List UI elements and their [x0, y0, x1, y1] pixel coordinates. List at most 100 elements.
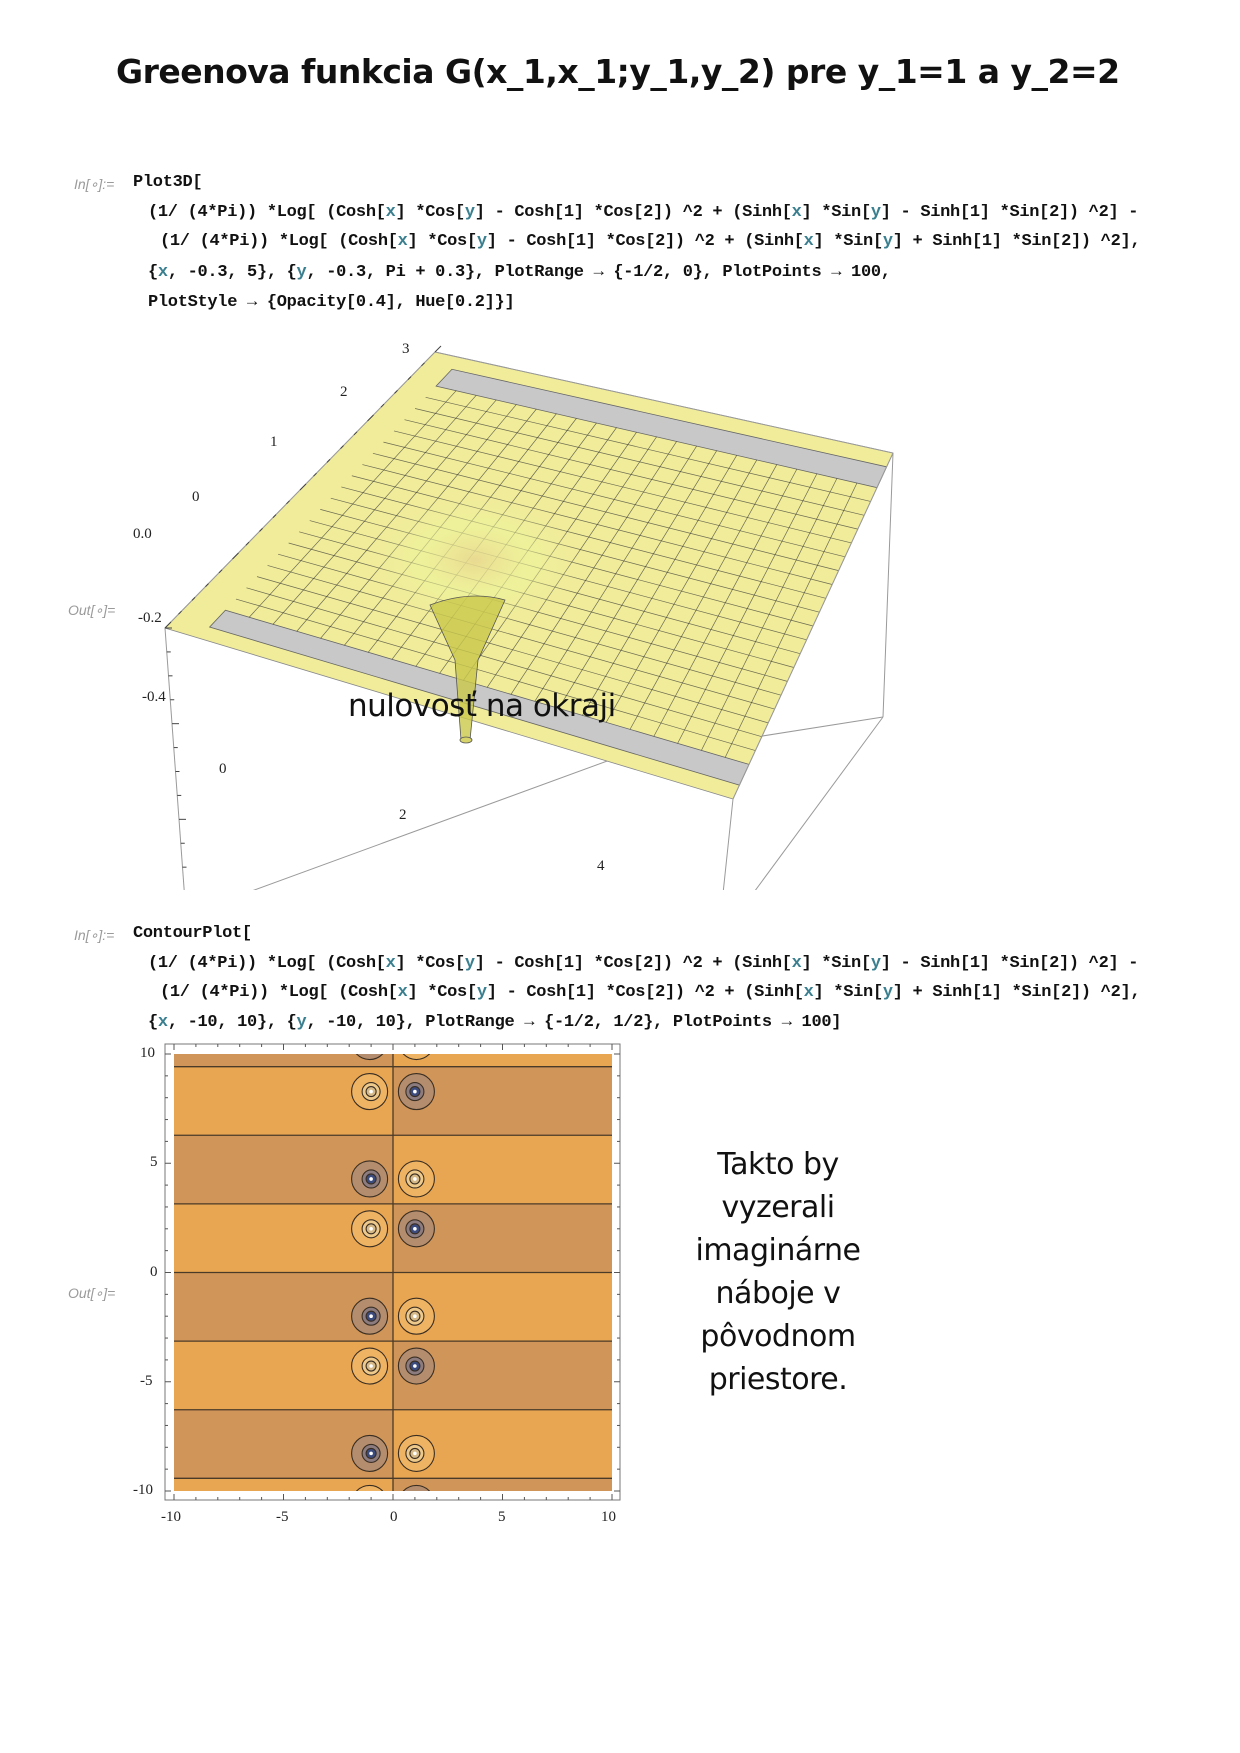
mesh-line	[534, 445, 697, 702]
code-line[interactable]: (1/ (4*Pi)) *Log[ (Cosh[x] *Cos[y] - Cos…	[160, 983, 1141, 1002]
tick-mark	[367, 414, 374, 422]
x-tick-label: 5	[498, 1509, 506, 1525]
source-point	[369, 1502, 373, 1506]
tick-mark	[259, 528, 263, 532]
tick-mark	[191, 597, 196, 601]
tick-mark	[245, 541, 250, 546]
contour-band	[174, 1478, 393, 1491]
mesh-line	[248, 390, 457, 618]
code-line[interactable]: (1/ (4*Pi)) *Log[ (Cosh[x] *Cos[y] - Cos…	[148, 203, 1139, 222]
source-point	[369, 1314, 373, 1318]
y-tick-label: 0	[150, 1264, 158, 1280]
tick-mark	[164, 621, 172, 629]
funnel-shading	[365, 490, 585, 630]
x-tick-label: -5	[276, 1509, 289, 1525]
x-tick-label: 2	[399, 807, 407, 823]
tick-mark	[340, 445, 344, 449]
source-point	[413, 1227, 417, 1231]
tick-mark	[313, 472, 317, 477]
y-tick-label: 3	[402, 341, 410, 357]
code-variable: x	[791, 954, 802, 973]
side-note-line: Takto by	[717, 1147, 839, 1182]
code-line[interactable]: {x, -10, 10}, {y, -10, 10}, PlotRange → …	[148, 1013, 842, 1032]
annotation-text: nulovosť na okraji	[348, 688, 616, 724]
source-point	[369, 1451, 373, 1456]
code-variable: x	[385, 203, 396, 222]
mesh-line	[510, 441, 677, 695]
source-point	[369, 1089, 373, 1094]
source-point	[413, 1364, 417, 1368]
tick-mark	[421, 362, 425, 367]
code-line[interactable]: {x, -0.3, 5}, {y, -0.3, Pi + 0.3}, PlotR…	[148, 263, 891, 282]
contour-bands	[174, 1054, 612, 1491]
source-point	[413, 1177, 417, 1181]
tick-mark	[286, 500, 290, 505]
contour-sources	[351, 1040, 435, 1506]
source-point	[369, 1364, 373, 1368]
code-variable: x	[157, 1013, 168, 1032]
y-tick-label: -5	[140, 1373, 153, 1389]
input-label: In[∘]:=	[74, 176, 115, 192]
code-line[interactable]: (1/ (4*Pi)) *Log[ (Cosh[x] *Cos[y] - Cos…	[148, 954, 1139, 973]
mesh-line	[582, 455, 738, 716]
mesh-line	[558, 450, 717, 709]
output-label: Out[∘]=	[68, 602, 116, 618]
code-variable: y	[296, 263, 307, 282]
side-note-line: imaginárne	[695, 1233, 862, 1268]
input-label: In[∘]:=	[74, 927, 115, 943]
contour-plot[interactable]	[140, 1040, 640, 1520]
code-variable: x	[803, 983, 814, 1002]
tick-mark	[178, 610, 182, 615]
y-tick-label: 5	[150, 1154, 158, 1170]
tick-mark	[394, 390, 398, 394]
source-point	[369, 1227, 373, 1231]
page-title: Greenova funkcia G(x_1,x_1;y_1,y_2) pre …	[116, 52, 1120, 91]
source-point	[413, 1502, 417, 1506]
tick-mark	[272, 514, 277, 518]
code-line[interactable]: Plot3D[	[133, 173, 203, 192]
source-point	[413, 1314, 417, 1318]
mesh-line	[701, 478, 838, 751]
code-variable: x	[397, 983, 408, 1002]
mesh-line	[629, 464, 778, 730]
code-line[interactable]: ContourPlot[	[133, 924, 252, 943]
code-variable: x	[397, 232, 408, 251]
tick-mark	[326, 459, 331, 463]
minimum-contour	[355, 1054, 384, 1061]
code-variable: y	[882, 232, 893, 251]
code-variable: y	[882, 983, 893, 1002]
source-point	[413, 1040, 417, 1043]
y-tick-label: 2	[340, 384, 348, 400]
plot3d-surface[interactable]	[0, 330, 1000, 890]
tick-mark	[299, 483, 307, 491]
contour-band	[174, 1054, 393, 1067]
output-label: Out[∘]=	[68, 1285, 116, 1301]
code-variable: x	[157, 263, 168, 282]
x-tick-label: 10	[601, 1509, 616, 1525]
mesh-line	[653, 468, 798, 737]
minimum-contour	[402, 1484, 431, 1491]
tick-mark	[232, 552, 239, 560]
code-line[interactable]: (1/ (4*Pi)) *Log[ (Cosh[x] *Cos[y] - Cos…	[160, 232, 1141, 251]
funnel	[429, 595, 506, 744]
side-note-line: priestore.	[708, 1362, 848, 1397]
x-tick-label: 4	[597, 858, 605, 874]
axis-ticks	[164, 345, 442, 868]
maximum-contour	[355, 1484, 384, 1491]
tick-mark	[380, 403, 385, 408]
code-variable: y	[870, 203, 881, 222]
code-variable: x	[803, 232, 814, 251]
contour-band	[393, 1478, 612, 1491]
mesh-line	[677, 473, 818, 744]
source-point	[369, 1040, 373, 1043]
z-tick-label: -0.4	[142, 689, 166, 705]
code-line[interactable]: PlotStyle → {Opacity[0.4], Hue[0.2]}]	[148, 293, 515, 312]
y-tick-label: 0	[192, 489, 200, 505]
y-tick-label: 10	[140, 1045, 155, 1061]
code-variable: y	[464, 954, 475, 973]
tick-mark	[353, 431, 358, 436]
source-point	[413, 1089, 417, 1094]
y-tick-label: 1	[270, 434, 278, 450]
mesh-line	[724, 482, 858, 758]
code-variable: y	[476, 983, 487, 1002]
